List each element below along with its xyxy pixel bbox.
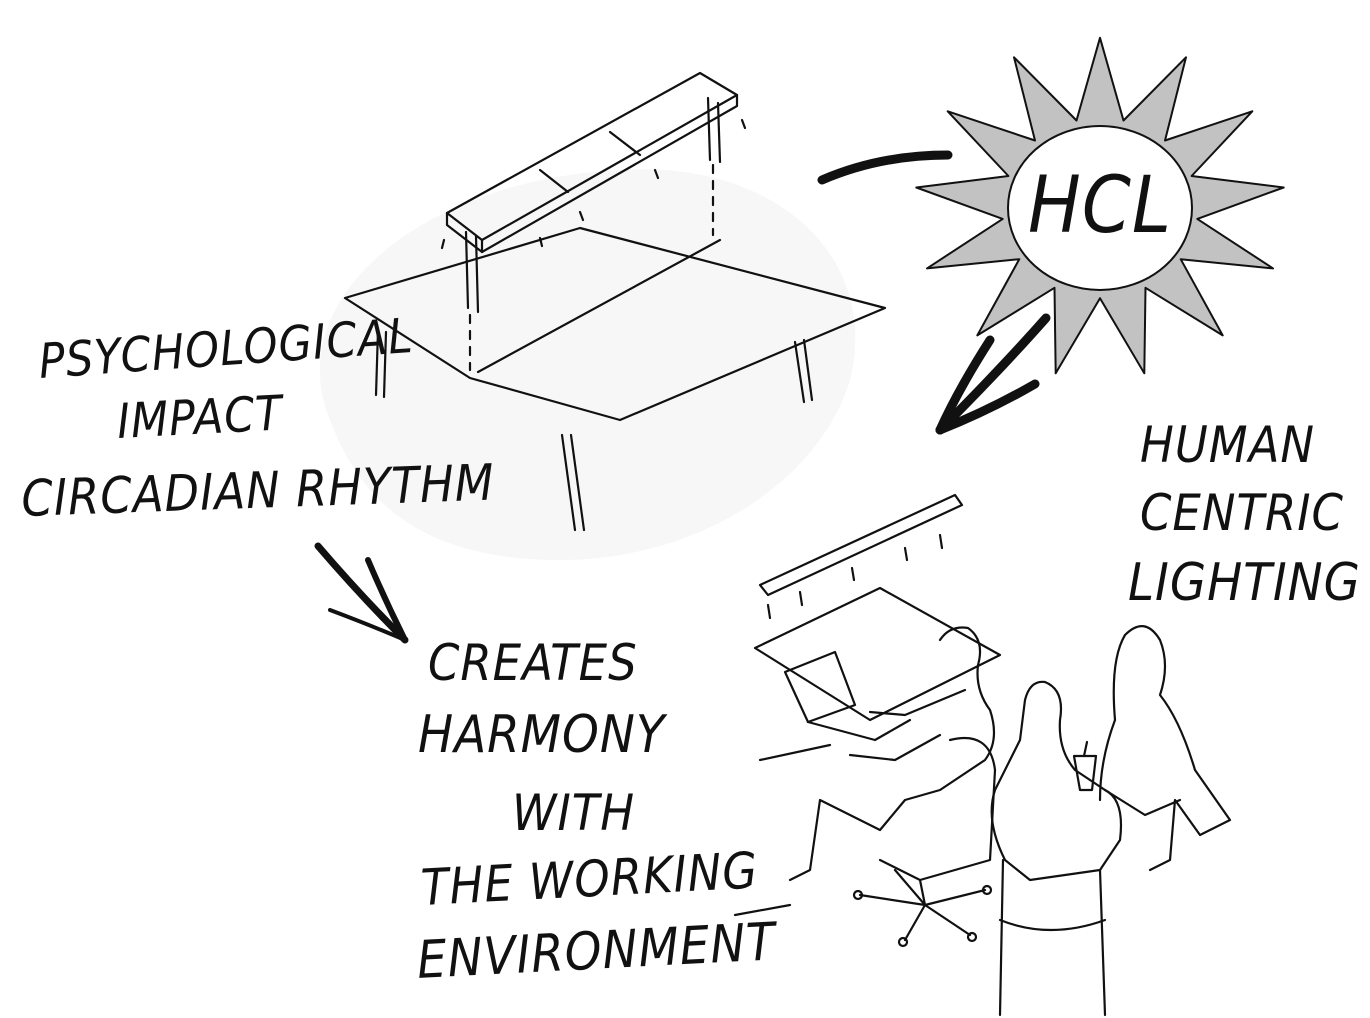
right-note-line-3: LIGHTING bbox=[1128, 553, 1361, 613]
office-scene-sketch bbox=[753, 493, 1232, 1017]
sun-down-arrow bbox=[935, 313, 1051, 435]
center-note-line-3: WITH bbox=[512, 784, 635, 842]
right-note: HUMAN CENTRIC LIGHTING bbox=[1128, 416, 1361, 613]
sun-connector-stroke bbox=[817, 150, 953, 185]
center-note-line-4: THE WORKING bbox=[420, 841, 760, 917]
center-note: CREATES HARMONY WITH THE WORKING ENVIRON… bbox=[416, 634, 792, 991]
left-note: PSYCHOLOGICAL IMPACT CIRCADIAN RHYTHM bbox=[20, 308, 495, 528]
center-note-line-1: CREATES bbox=[428, 634, 638, 692]
center-note-line-5: ENVIRONMENT bbox=[416, 912, 780, 991]
sun-graphic bbox=[915, 36, 1285, 375]
sun-label: HCL bbox=[1028, 161, 1172, 251]
right-note-line-2: CENTRIC bbox=[1140, 484, 1344, 542]
background-swirl bbox=[319, 169, 856, 560]
center-note-underline bbox=[733, 903, 792, 917]
left-down-arrow bbox=[314, 542, 409, 644]
right-note-line-1: HUMAN bbox=[1140, 416, 1315, 474]
center-note-line-2: HARMONY bbox=[418, 705, 668, 765]
left-note-line-2: IMPACT bbox=[116, 385, 287, 450]
desk-with-lamp-sketch bbox=[343, 71, 887, 532]
